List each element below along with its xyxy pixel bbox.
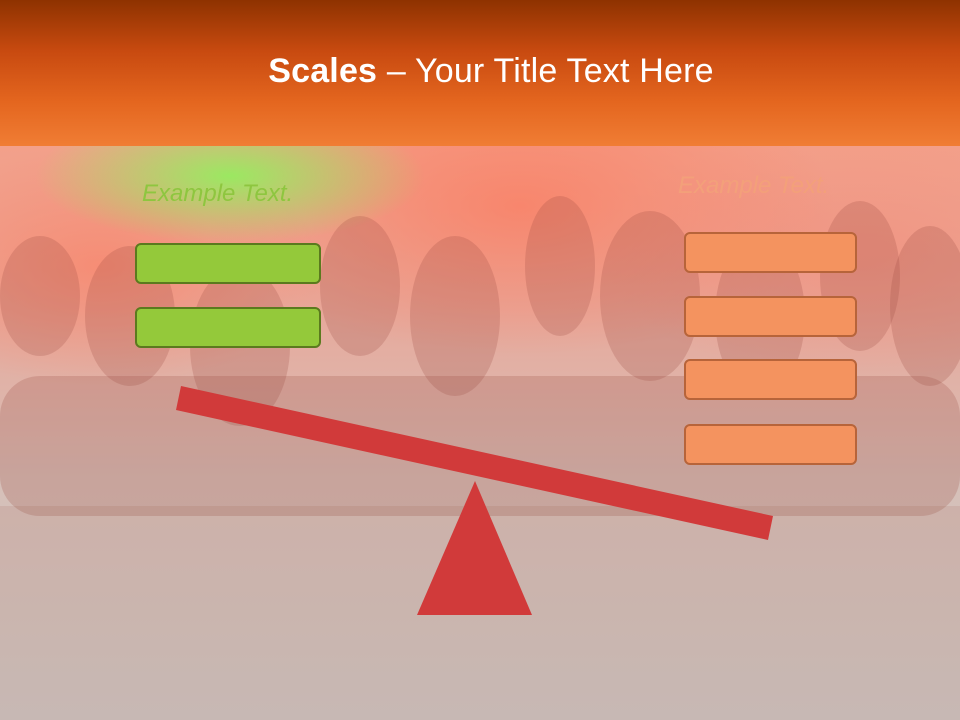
slide-title: Scales – Your Title Text Here: [0, 52, 960, 91]
title-rest: – Your Title Text Here: [377, 52, 714, 90]
left-heading: Example Text.: [142, 180, 294, 207]
left-box-2[interactable]: [135, 307, 321, 348]
balance-beam: [176, 386, 773, 540]
title-bar: Scales – Your Title Text Here: [0, 0, 960, 146]
right-box-2[interactable]: [684, 296, 857, 337]
right-box-4[interactable]: [684, 424, 857, 465]
fulcrum-triangle: [417, 481, 532, 615]
right-heading: Example Text.: [678, 172, 830, 199]
title-bold: Scales: [268, 52, 378, 90]
right-box-3[interactable]: [684, 359, 857, 400]
right-box-1[interactable]: [684, 232, 857, 273]
left-box-1[interactable]: [135, 243, 321, 284]
